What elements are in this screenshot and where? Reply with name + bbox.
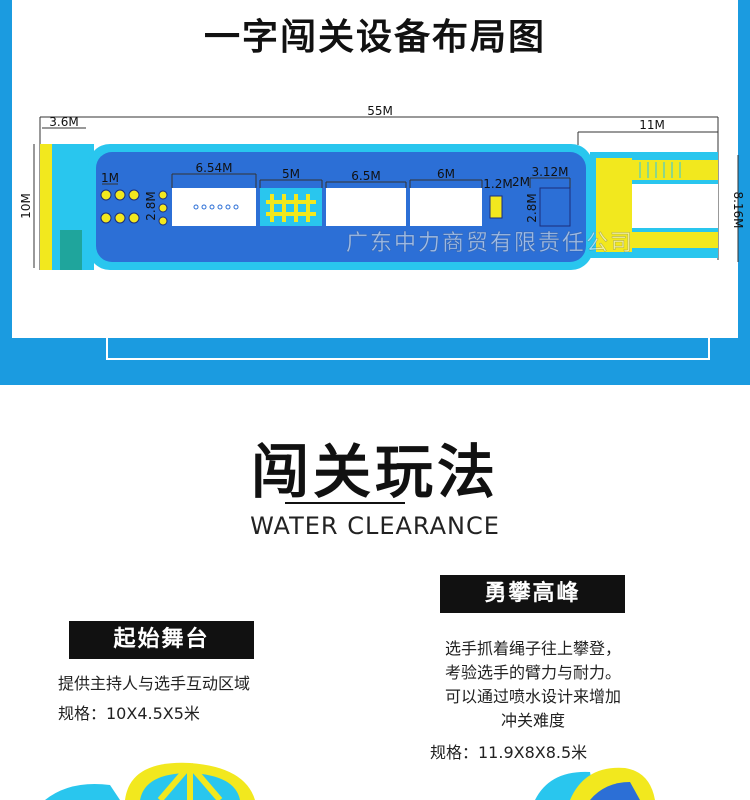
dim-seg-1m: 1M xyxy=(101,171,119,185)
dim-seg-6m: 6M xyxy=(437,167,455,181)
dim-left-height: 10M xyxy=(19,193,33,219)
dim-seg-6-5m: 6.5M xyxy=(351,169,380,183)
desc-line: 考验选手的臂力与耐力。 xyxy=(444,663,621,682)
section-title: 闯关玩法 xyxy=(250,438,499,506)
layout-diagram: 55M 3.6M 10M 11M 8.16M 1M 2.8M 6.54M 5M … xyxy=(19,104,745,270)
obstacle-5m xyxy=(260,188,322,226)
item-spec-start-stage: 规格：10X4.5X5米 xyxy=(58,704,200,723)
card-bracket xyxy=(106,338,710,360)
climb-illustration xyxy=(535,767,655,800)
title-underline xyxy=(285,502,405,504)
dim-left-width: 3.6M xyxy=(49,115,78,129)
dim-overall: 55M xyxy=(367,104,393,118)
desc-line: 选手抓着绳子往上攀登， xyxy=(444,639,621,658)
dim-seg-2-8m-b: 2.8M xyxy=(525,193,539,222)
obstacle-6m xyxy=(410,188,482,226)
item-desc-start-stage: 提供主持人与选手互动区域 xyxy=(58,674,251,693)
dim-seg-1-2m: 1.2M xyxy=(483,177,512,191)
dim-right-width: 11M xyxy=(639,118,665,132)
dim-seg-6-54m: 6.54M xyxy=(195,161,232,175)
desc-line: 可以通过喷水设计来增加 xyxy=(444,687,621,706)
item-desc-climb: 选手抓着绳子往上攀登， 考验选手的臂力与耐力。 可以通过喷水设计来增加 冲关难度 xyxy=(418,637,648,733)
item-label-climb: 勇攀高峰 xyxy=(440,575,625,613)
desc-line: 冲关难度 xyxy=(500,711,565,730)
start-stage-illustration xyxy=(45,762,255,800)
dim-seg-2m: 2M xyxy=(512,175,530,189)
obstacle-1-2m xyxy=(489,195,503,219)
dim-seg-3-12m: 3.12M xyxy=(531,165,568,179)
dim-seg-2-8m-a: 2.8M xyxy=(144,191,158,220)
watermark-text: 广东中力商贸有限责任公司 xyxy=(346,231,634,256)
section-subtitle: WATER CLEARANCE xyxy=(250,512,500,540)
page-title: 一字闯关设备布局图 xyxy=(203,17,546,58)
obstacle-6-5m xyxy=(326,188,406,226)
item-spec-climb: 规格：11.9X8X8.5米 xyxy=(430,743,588,762)
obstacle-3-12m xyxy=(539,187,571,227)
dim-right-height: 8.16M xyxy=(731,191,745,228)
dim-seg-5m: 5M xyxy=(282,167,300,181)
item-label-start-stage: 起始舞台 xyxy=(69,621,254,659)
